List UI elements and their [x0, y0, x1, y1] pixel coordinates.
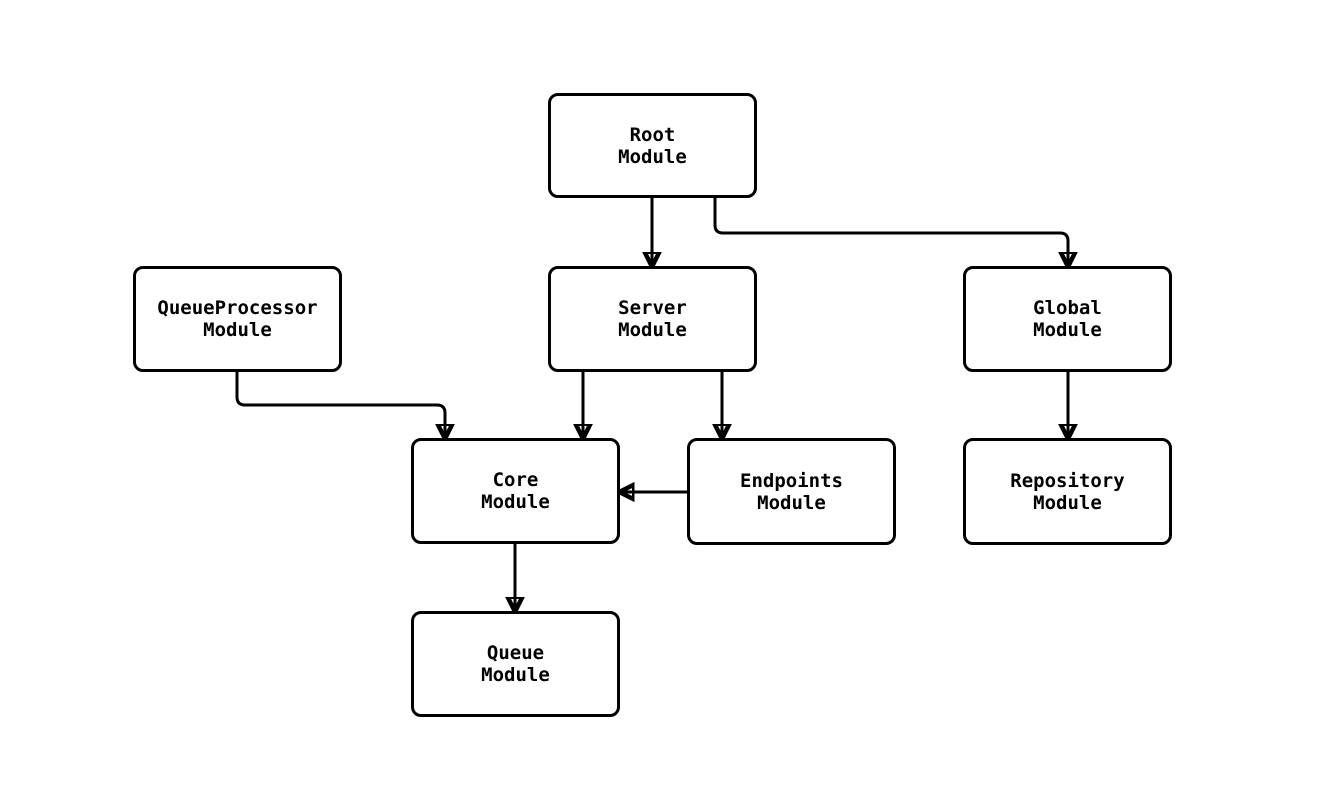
node-endpoints-module: Endpoints Module	[687, 438, 896, 545]
edge-queueprocessor-to-core	[235, 372, 445, 438]
node-label: Queue Module	[481, 642, 550, 686]
node-label: Global Module	[1033, 297, 1102, 341]
node-server-module: Server Module	[548, 266, 757, 372]
node-repository-module: Repository Module	[963, 438, 1172, 545]
node-label: Endpoints Module	[740, 469, 843, 514]
node-label: QueueProcessor Module	[157, 297, 318, 341]
node-label: Repository Module	[1010, 469, 1125, 514]
node-queueprocessor-module: QueueProcessor Module	[133, 266, 342, 372]
node-label: Core Module	[481, 469, 550, 513]
node-core-module: Core Module	[411, 438, 620, 544]
edge-root-to-global	[713, 198, 1068, 266]
node-label: Server Module	[618, 297, 687, 341]
node-root-module: Root Module	[548, 93, 757, 198]
node-label: Root Module	[618, 123, 687, 168]
node-queue-module: Queue Module	[411, 611, 620, 717]
node-global-module: Global Module	[963, 266, 1172, 372]
